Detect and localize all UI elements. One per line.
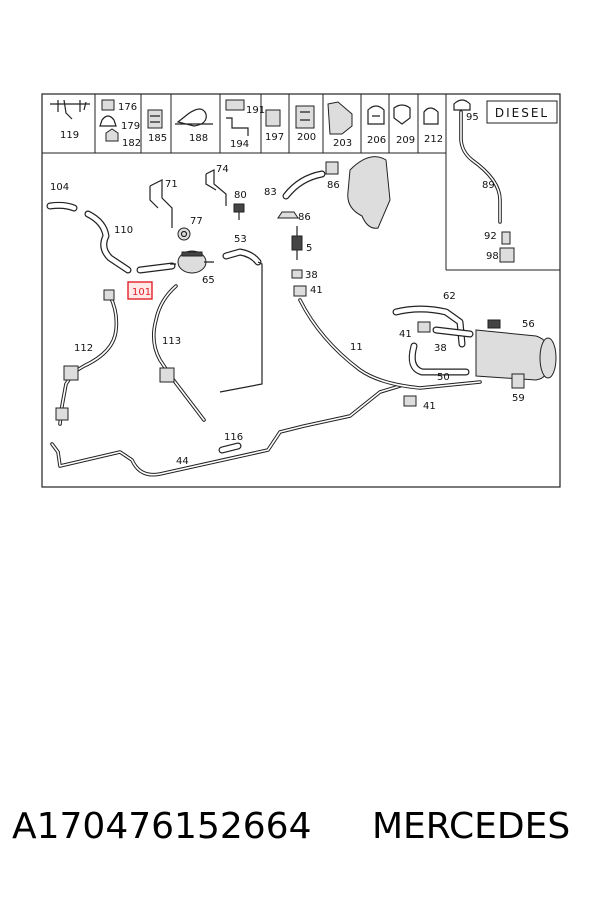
label-191: 191 bbox=[246, 105, 265, 116]
callout-98: 98 bbox=[486, 251, 499, 262]
callout-89: 89 bbox=[482, 180, 495, 191]
callout-74: 74 bbox=[216, 164, 229, 175]
diagram-frame bbox=[41, 93, 561, 488]
brand-name: MERCEDES bbox=[372, 806, 571, 847]
diesel-inset-parts bbox=[453, 99, 515, 263]
callout-41a: 41 bbox=[310, 285, 323, 296]
callout-80: 80 bbox=[234, 190, 247, 201]
callout-86b: 86 bbox=[298, 212, 311, 223]
callout-56: 56 bbox=[522, 319, 535, 330]
label-209: 209 bbox=[396, 135, 415, 146]
callout-50: 50 bbox=[437, 372, 450, 383]
callout-53: 53 bbox=[234, 234, 247, 245]
callout-41c: 41 bbox=[423, 401, 436, 412]
label-212: 212 bbox=[424, 134, 443, 145]
label-206: 206 bbox=[367, 135, 386, 146]
callout-86a: 86 bbox=[327, 180, 340, 191]
header-part-icons bbox=[50, 99, 439, 142]
label-119: 119 bbox=[60, 130, 79, 141]
callout-77: 77 bbox=[190, 216, 203, 227]
callout-83: 83 bbox=[264, 187, 277, 198]
callout-110: 110 bbox=[114, 225, 133, 236]
label-194: 194 bbox=[230, 139, 249, 150]
footer: A170476152664 MERCEDES bbox=[0, 800, 600, 860]
label-176: 176 bbox=[118, 102, 137, 113]
label-95: 95 bbox=[466, 112, 479, 123]
diesel-label-box bbox=[486, 100, 558, 124]
callout-92: 92 bbox=[484, 231, 497, 242]
callout-59: 59 bbox=[512, 393, 525, 404]
label-203: 203 bbox=[333, 138, 352, 149]
callout-116: 116 bbox=[224, 432, 243, 443]
label-197: 197 bbox=[265, 132, 284, 143]
callout-44: 44 bbox=[176, 456, 189, 467]
callout-38b: 38 bbox=[434, 343, 447, 354]
callout-113: 113 bbox=[162, 336, 181, 347]
main-parts bbox=[46, 156, 557, 477]
callout-38a: 38 bbox=[305, 270, 318, 281]
header-cell-dividers bbox=[94, 94, 419, 153]
header-part-labels: 119 176 179 182 185 188 191 194 197 200 … bbox=[60, 102, 479, 150]
callout-11: 11 bbox=[350, 342, 363, 353]
callout-65: 65 bbox=[202, 275, 215, 286]
label-185: 185 bbox=[148, 133, 167, 144]
callout-104: 104 bbox=[50, 182, 69, 193]
part-number: A170476152664 bbox=[12, 806, 312, 847]
highlight-box-101[interactable] bbox=[127, 281, 153, 300]
label-182: 182 bbox=[122, 138, 141, 149]
callout-labels: 104 110 71 74 80 77 83 86 86 5 38 41 53 … bbox=[50, 164, 535, 467]
label-200: 200 bbox=[297, 132, 316, 143]
label-188: 188 bbox=[189, 133, 208, 144]
callout-71: 71 bbox=[165, 179, 178, 190]
callout-5: 5 bbox=[306, 243, 312, 254]
callout-62: 62 bbox=[443, 291, 456, 302]
diesel-label: DIESEL bbox=[495, 106, 549, 120]
callout-41b: 41 bbox=[399, 329, 412, 340]
parts-diagram: DIESEL 119 176 179 bbox=[41, 93, 561, 488]
label-179: 179 bbox=[121, 121, 140, 132]
callout-112: 112 bbox=[74, 343, 93, 354]
callout-101[interactable]: 101 bbox=[132, 287, 151, 298]
